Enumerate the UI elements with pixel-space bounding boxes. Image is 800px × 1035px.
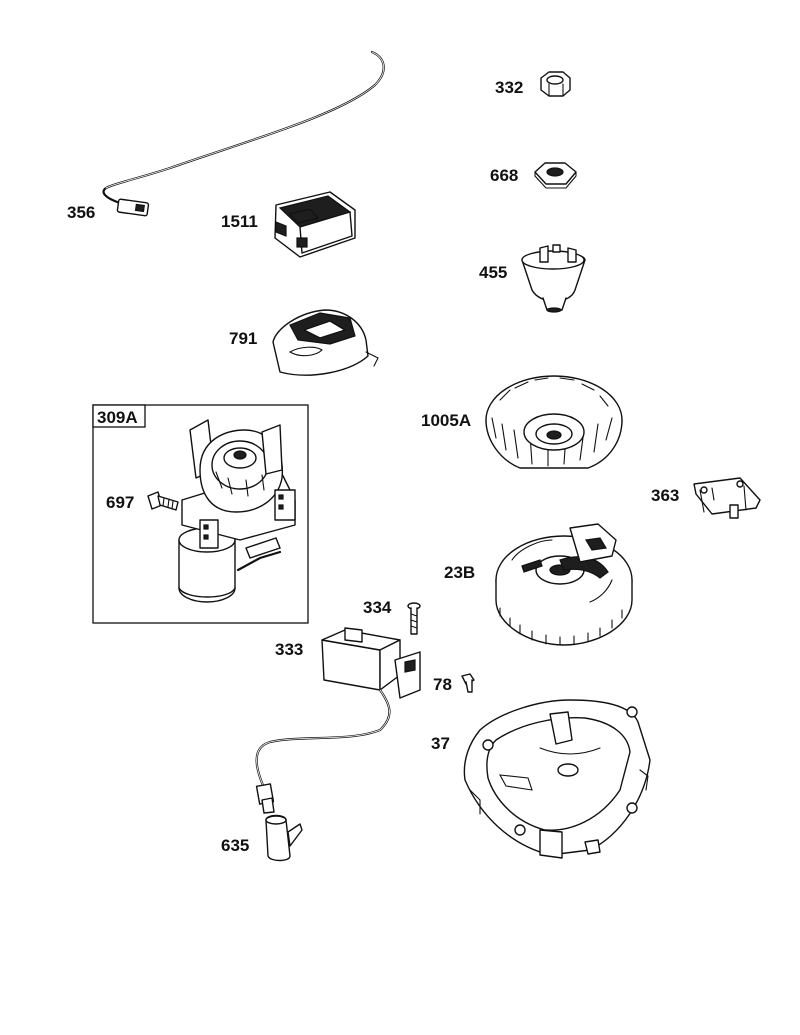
part-23b-flywheel[interactable] [495, 523, 633, 646]
part-37-back-plate[interactable] [463, 699, 651, 859]
callout-1511: 1511 [221, 212, 258, 231]
callout-455: 455 [479, 263, 507, 282]
callout-1005a: 1005A [421, 411, 471, 430]
part-1511-battery[interactable] [274, 191, 356, 258]
kit-309a-label: 309A [97, 408, 138, 427]
callout-668: 668 [490, 166, 518, 185]
part-668-washer[interactable] [534, 162, 577, 189]
part-455-starter-cup[interactable] [521, 244, 586, 313]
callout-791: 791 [229, 329, 257, 348]
callout-37: 37 [431, 734, 450, 753]
part-334-screw[interactable] [407, 602, 421, 635]
callout-697: 697 [106, 493, 134, 512]
callout-356: 356 [67, 203, 95, 222]
callout-635: 635 [221, 836, 249, 855]
part-309a-starter-motor[interactable] [178, 419, 296, 603]
part-332-nut[interactable] [540, 71, 571, 97]
callout-333: 333 [275, 640, 303, 659]
part-1005a-fan[interactable] [485, 375, 623, 469]
part-356-wire-harness[interactable] [102, 50, 385, 217]
kit-309a-box [92, 404, 309, 624]
part-363-bracket[interactable] [693, 477, 761, 519]
callout-332: 332 [495, 78, 523, 97]
part-697-bolt[interactable] [147, 491, 179, 511]
callout-363: 363 [651, 486, 679, 505]
part-791-charger[interactable] [272, 309, 379, 376]
part-78-bolt[interactable] [461, 673, 475, 693]
callout-78: 78 [433, 675, 452, 694]
part-333-ignition-armature[interactable] [255, 627, 421, 814]
part-635-spark-plug-boot[interactable] [265, 814, 303, 862]
callout-23b: 23B [444, 563, 475, 582]
callout-334: 334 [363, 598, 392, 617]
